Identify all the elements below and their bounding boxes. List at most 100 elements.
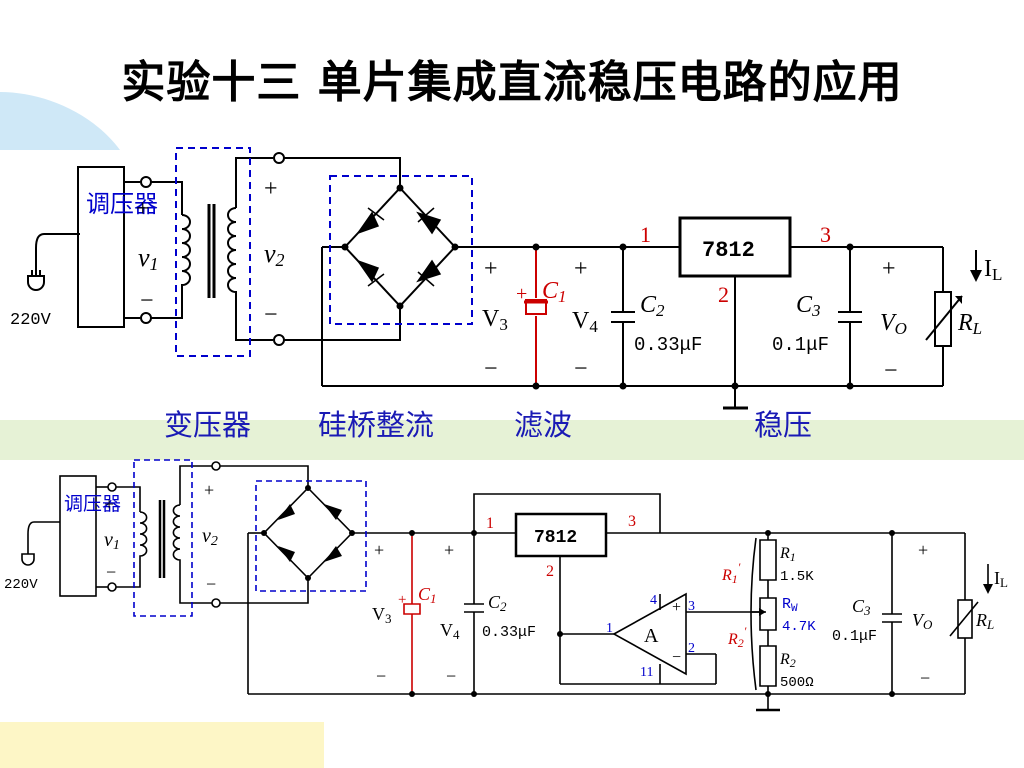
vo-minus-2: −: [920, 668, 930, 688]
v1-plus-2: +: [104, 494, 114, 514]
circuit-diagram-2: 调压器 220V + − v1 + − v2 + − V3 + C1 + − V…: [4, 459, 1008, 712]
v2-plus-2: +: [204, 480, 214, 500]
v1-minus: −: [140, 288, 154, 314]
pin2-label-2: 2: [546, 563, 554, 580]
opamp-pin1: 1: [606, 621, 613, 636]
regulator-label-2: 7812: [534, 528, 577, 548]
pin2-label: 2: [718, 282, 729, 307]
r1-label: R1: [779, 545, 796, 564]
regulator-label: 7812: [702, 238, 755, 263]
v4-label: V4: [572, 308, 598, 336]
mains-plug-icon: [27, 275, 45, 291]
load-resistor: [934, 291, 952, 347]
v3-label: V3: [482, 306, 508, 334]
c2-label-2: C2: [488, 592, 507, 614]
vo-label: VO: [880, 310, 907, 338]
r2-label: R2: [779, 651, 796, 670]
vo-plus-2: +: [918, 540, 928, 560]
bridge-rectifier-2: [262, 486, 354, 580]
regulator-7812-2: [514, 512, 608, 558]
terminal: [273, 152, 285, 164]
pin3-label: 3: [820, 222, 831, 247]
rw-label: RW: [782, 596, 798, 615]
vo-plus: +: [882, 256, 896, 282]
terminal: [140, 312, 152, 324]
bridge-rectifier: [343, 186, 457, 308]
opamp-a: [612, 592, 687, 676]
transformer-dashed-box: [175, 147, 251, 357]
v2-minus: −: [264, 302, 278, 328]
v4-minus: −: [574, 356, 588, 382]
c1-label-2: C1: [418, 584, 437, 606]
background-corner-bottom: [0, 722, 324, 768]
primary-coil: [181, 214, 191, 290]
opamp-pin3: 3: [688, 599, 695, 614]
c3-label-2: C3: [852, 596, 871, 618]
background-band-mid: [0, 420, 1024, 460]
pin1-label-2: 1: [486, 515, 494, 532]
transformer-dashed-box-2: [133, 459, 193, 617]
rw-value: 4.7K: [782, 619, 816, 635]
v2-plus: +: [264, 176, 278, 202]
pin1-label: 1: [640, 222, 651, 247]
r2-value: 500Ω: [780, 675, 814, 691]
vo-label-2: VO: [912, 610, 933, 632]
r1-prime-label: R1′: [721, 560, 741, 586]
c2-label: C2: [640, 292, 665, 320]
c1-plus-2: +: [398, 592, 406, 608]
c3-value: 0.1μF: [772, 334, 829, 356]
variac-box: [77, 166, 125, 328]
rl-label-2: RL: [975, 610, 994, 632]
v2-label-2: v2: [202, 525, 218, 549]
bridge-dashed-box: [329, 175, 473, 325]
variac-label-1: 调压器: [86, 190, 158, 218]
variac-label-2: 调压器: [64, 493, 121, 515]
stage-label-bridge: 硅桥整流: [318, 408, 435, 442]
r1-value: 1.5K: [780, 569, 814, 585]
bridge-dashed-box-2: [255, 480, 367, 592]
mains-voltage: 220V: [10, 311, 52, 330]
stage-label-transformer: 变压器: [164, 408, 252, 442]
stage-label-regulator: 稳压: [754, 408, 813, 442]
mains-voltage-2: 220V: [4, 577, 38, 593]
opamp-plus: +: [672, 599, 681, 616]
c3-value-2: 0.1μF: [832, 628, 877, 645]
terminal: [140, 176, 152, 188]
v4-label-2: V4: [440, 620, 460, 642]
opamp-pin2: 2: [688, 641, 695, 656]
v3-plus-2: +: [374, 540, 384, 560]
opamp-label: A: [644, 625, 659, 647]
circuit-diagram-1: 调压器 220V + − v1 + − v2 + − V3 + C1 + − V…: [10, 147, 1002, 410]
terminal: [273, 334, 285, 346]
v3-minus-2: −: [376, 666, 386, 686]
mains-plug-cord: [35, 233, 80, 276]
slide-title: 实验十三 单片集成直流稳压电路的应用: [121, 57, 903, 108]
v3-plus: +: [484, 256, 498, 282]
c3-label: C3: [796, 292, 821, 320]
c2-value: 0.33μF: [634, 334, 702, 356]
opamp-minus: −: [672, 649, 681, 666]
v4-plus: +: [574, 256, 588, 282]
c1-label: C1: [542, 278, 567, 306]
v1-plus: +: [136, 196, 150, 222]
v2-label: v2: [264, 239, 285, 270]
vo-minus: −: [884, 358, 898, 384]
background-blob-top: [0, 92, 120, 150]
il-label-2: IL: [994, 568, 1008, 590]
c2-value-2: 0.33μF: [482, 624, 536, 641]
pin3-label-2: 3: [628, 513, 636, 530]
v4-minus-2: −: [446, 666, 456, 686]
v3-label-2: V3: [372, 604, 392, 626]
r2-prime-label: R2′: [727, 624, 747, 650]
variac-box-2: [59, 475, 97, 597]
v3-minus: −: [484, 356, 498, 382]
stage-label-filter: 滤波: [514, 408, 573, 442]
v1-label-2: v1: [104, 529, 120, 553]
opamp-pin4: 4: [650, 593, 657, 608]
v2-minus-2: −: [206, 574, 216, 594]
v1-label: v1: [138, 243, 159, 274]
v4-plus-2: +: [444, 540, 454, 560]
il-label: IL: [984, 256, 1002, 284]
c1-plus: +: [516, 283, 527, 305]
